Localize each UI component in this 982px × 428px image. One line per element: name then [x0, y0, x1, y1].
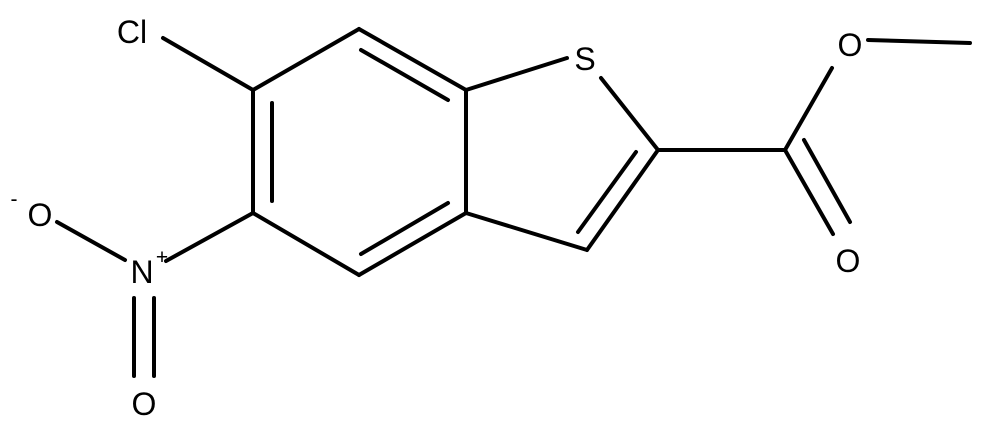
carbonyl-oxygen-atom-label: O	[836, 243, 861, 279]
bond-carbonyl-o-a	[783, 148, 835, 236]
thiophene-ring	[464, 56, 660, 252]
nitro-oxygen-upper-atom-label: O	[28, 197, 53, 233]
bond-c4-c5	[357, 211, 468, 277]
double-bond-c2-c3-inner	[576, 150, 638, 234]
bond-carbonyl-o-b	[802, 138, 852, 224]
nitro-oxygen-lower-atom-label: O	[132, 386, 157, 422]
bond-c7-c7a	[251, 27, 361, 92]
bond-c6-cl	[161, 36, 255, 92]
bond-c5-n	[164, 211, 255, 263]
bond-c3-c4	[464, 211, 589, 252]
bond-c5-c6	[251, 211, 361, 277]
bond-carbonyl-ester-o	[783, 66, 834, 152]
bond-c2-c3	[585, 148, 660, 252]
chlorine-atom-label: Cl	[117, 14, 147, 50]
bond-n-o-upper	[55, 220, 127, 262]
bond-ester-o-methyl	[866, 38, 972, 45]
methyl-ester-group	[656, 38, 972, 236]
sulfur-atom-label: S	[574, 41, 595, 77]
nitro-group	[55, 211, 255, 378]
ester-oxygen-atom-label: O	[838, 27, 863, 63]
bond-c3a-s1	[464, 56, 569, 92]
double-bond-inner-top	[359, 48, 450, 102]
nitro-nitrogen-atom-label: N	[130, 254, 153, 290]
double-bond-inner-bottom	[359, 201, 450, 256]
benzene-ring	[251, 27, 468, 277]
nitrogen-positive-charge: +	[156, 246, 168, 269]
oxygen-negative-charge: -	[11, 188, 18, 211]
bond-s1-c2	[599, 76, 660, 152]
bond-c7a-c3a	[357, 27, 468, 92]
